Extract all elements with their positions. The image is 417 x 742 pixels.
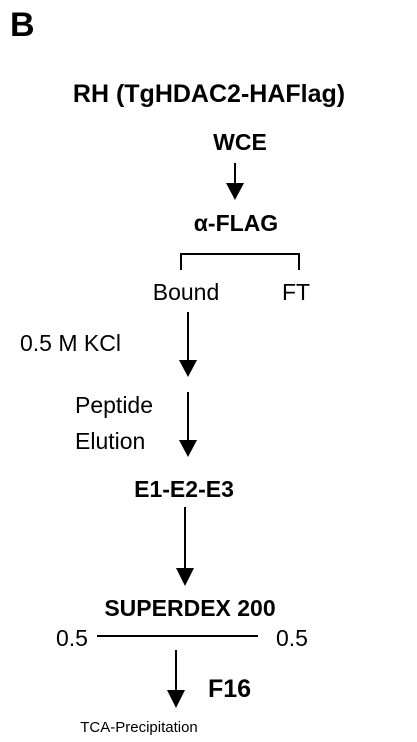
label-elution: Elution xyxy=(75,428,146,454)
label-ft: FT xyxy=(281,279,311,305)
flag-split-bracket xyxy=(180,253,300,270)
step-superdex: SUPERDEX 200 xyxy=(104,595,276,621)
arrowhead-f16 xyxy=(167,690,185,708)
label-tca-precipitation: TCA-Precipitation xyxy=(80,719,198,736)
scheme-title: RH (TgHDAC2-HAFlag) xyxy=(72,80,346,108)
label-peptide: Peptide xyxy=(75,392,154,418)
panel-label: B xyxy=(10,6,35,44)
arrowhead-wce xyxy=(226,183,244,200)
step-eluates: E1-E2-E3 xyxy=(134,476,234,502)
arrowhead-elution xyxy=(179,440,197,457)
label-bound: Bound xyxy=(152,279,220,305)
label-kcl-wash: 0.5 M KCl xyxy=(20,330,121,356)
step-fraction: F16 xyxy=(208,675,252,703)
step-alpha-flag: α-FLAG xyxy=(193,210,279,236)
fraction-left-value: 0.5 xyxy=(56,625,88,651)
arrowhead-superdex xyxy=(176,568,194,586)
step-wce: WCE xyxy=(213,129,267,155)
fraction-right-value: 0.5 xyxy=(276,625,308,651)
arrowhead-kcl xyxy=(179,360,197,377)
